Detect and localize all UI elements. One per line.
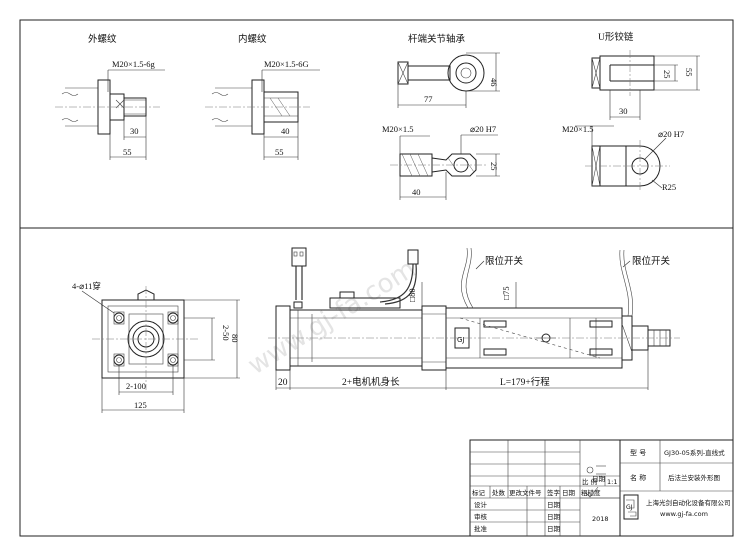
square-80-label: □80 xyxy=(407,288,417,302)
tb-scale-value: 1:1 xyxy=(607,478,617,486)
internal-thread-spec: M20×1.5-6G xyxy=(264,59,309,69)
clevis-side-view xyxy=(575,125,670,192)
clevis-spec: M20×1.5 xyxy=(562,124,593,134)
tb-row-label-1: 处数 xyxy=(492,488,506,497)
tb-model-label: 型 号 xyxy=(630,448,646,457)
flange-dim-80: 80 xyxy=(230,334,240,343)
tb-design-date: 日期 xyxy=(547,501,561,509)
tb-year: 2018 xyxy=(592,515,609,523)
flange-dim-2-100: 2-100 xyxy=(126,381,146,391)
rod-end-dim-25: 25 xyxy=(489,162,499,171)
tb-row-label-4: 日期 xyxy=(562,489,576,497)
tb-review-date: 日期 xyxy=(547,513,561,521)
flange-dim-2-50: 2-50 xyxy=(221,325,231,341)
actuator-side-view xyxy=(268,247,680,390)
internal-thread-view xyxy=(205,69,320,160)
clevis-hole: ⌀20 H7 xyxy=(658,129,684,139)
external-thread-dim-30: 30 xyxy=(130,126,139,136)
tb-company: 上海光剑自动化设备有限公司 xyxy=(646,498,731,507)
stroke-length-label: L=179+行程 xyxy=(500,376,550,388)
dim-20-label: 20 xyxy=(278,378,288,388)
tb-approve: 批准 xyxy=(474,524,488,533)
tb-website: www.gj-fa.com xyxy=(660,510,708,518)
tb-scale-label: 比 例 xyxy=(582,477,597,486)
rod-end-top-view xyxy=(397,52,500,108)
tb-design: 设计 xyxy=(474,500,488,509)
external-thread-dim-55: 55 xyxy=(123,147,132,157)
tb-model-value: GJ30-05系列-直线式 xyxy=(664,448,725,457)
internal-thread-dim-55: 55 xyxy=(275,147,284,157)
rod-end-hole: ⌀20 H7 xyxy=(470,124,496,134)
clevis-title: U形铰链 xyxy=(598,31,634,43)
tb-name-value: 后法兰安装外形图 xyxy=(668,473,720,482)
tb-name-label: 名 称 xyxy=(630,473,646,482)
flange-dim-125: 125 xyxy=(134,400,147,410)
watermark: www.gj-fa.com xyxy=(243,254,421,381)
tb-date-label: 日期 xyxy=(592,475,606,483)
rod-end-title: 杆端关节轴承 xyxy=(408,33,466,45)
rod-end-dim-46: 46 xyxy=(489,78,499,87)
tb-review: 审核 xyxy=(474,512,488,521)
clevis-dim-30: 30 xyxy=(619,106,628,116)
tb-row-label-0: 标记 xyxy=(472,488,486,497)
clevis-dim-25: 25 xyxy=(662,70,672,79)
flange-holes-label: 4-⌀11穿 xyxy=(72,281,101,291)
tb-logo: GJ xyxy=(626,504,633,511)
tb-row-label-3: 签字 xyxy=(547,488,561,497)
tb-row-label-5: 粗糙度 xyxy=(581,488,601,497)
tb-row-label-2: 更改文件号 xyxy=(509,488,542,497)
clevis-top-view xyxy=(591,50,700,120)
internal-thread-title: 内螺纹 xyxy=(238,33,267,45)
internal-thread-dim-40: 40 xyxy=(281,126,290,136)
drawing-frame xyxy=(19,19,734,537)
clevis-radius: R25 xyxy=(662,182,676,192)
rod-end-dim-40: 40 xyxy=(412,187,421,197)
external-thread-spec: M20×1.5-6g xyxy=(112,59,156,69)
tb-approve-date: 日期 xyxy=(547,525,561,533)
limit-switch-left-label: 限位开关 xyxy=(485,255,524,267)
cylinder-logo: GJ xyxy=(457,336,465,344)
title-block-grid xyxy=(469,439,734,537)
motor-length-label: 2+电机机身长 xyxy=(342,376,400,388)
limit-switch-right-label: 限位开关 xyxy=(632,255,671,267)
rod-end-spec: M20×1.5 xyxy=(382,124,413,134)
square-75-label: □75 xyxy=(501,286,511,300)
external-thread-view xyxy=(55,69,165,160)
rod-end-dim-77: 77 xyxy=(424,94,433,104)
clevis-dim-55: 55 xyxy=(684,68,694,77)
external-thread-title: 外螺纹 xyxy=(88,33,117,45)
rod-end-section-view xyxy=(390,134,500,200)
flange-view xyxy=(81,286,240,413)
